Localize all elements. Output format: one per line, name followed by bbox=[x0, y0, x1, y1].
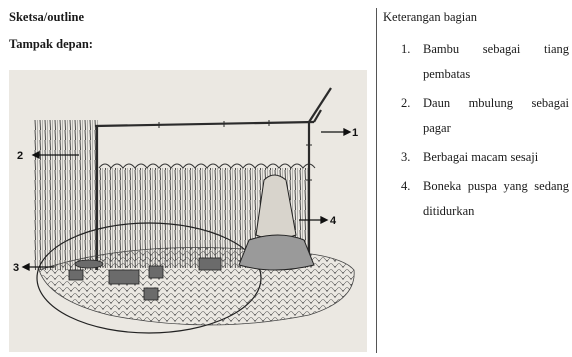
callout-4: 4 bbox=[330, 215, 337, 227]
legend-item: 2. Daun mbulung sebagai pagar bbox=[401, 91, 569, 141]
leaf-fence-left bbox=[34, 120, 99, 270]
sketch-illustration: 1 2 3 4 bbox=[9, 70, 367, 352]
legend-item-text: Berbagai macam sesaji bbox=[423, 145, 569, 170]
legend-item: 1. Bambu sebagai tiang pembatas bbox=[401, 37, 569, 87]
column-divider bbox=[376, 8, 377, 353]
sketch-panel: Sketsa/outline Tampak depan: bbox=[0, 0, 376, 353]
callout-2: 2 bbox=[17, 150, 23, 162]
legend-item-number: 4. bbox=[401, 174, 423, 224]
legend-item: 4. Boneka puspa yang sedang ditidurkan bbox=[401, 174, 569, 224]
legend-title: Keterangan bagian bbox=[383, 10, 477, 25]
legend-item: 3. Berbagai macam sesaji bbox=[401, 145, 569, 170]
front-view-heading: Tampak depan: bbox=[9, 37, 93, 52]
outline-heading: Sketsa/outline bbox=[9, 10, 84, 25]
legend-list: 1. Bambu sebagai tiang pembatas 2. Daun … bbox=[401, 37, 569, 228]
legend-item-number: 3. bbox=[401, 145, 423, 170]
sketch-drawing: 1 2 3 4 bbox=[9, 70, 367, 352]
legend-item-text: Daun mbulung sebagai pagar bbox=[423, 91, 569, 141]
legend-panel: Keterangan bagian 1. Bambu sebagai tiang… bbox=[383, 0, 569, 353]
legend-item-text: Boneka puspa yang sedang ditidurkan bbox=[423, 174, 569, 224]
callout-1: 1 bbox=[352, 127, 358, 139]
callout-3: 3 bbox=[13, 262, 19, 274]
legend-item-number: 2. bbox=[401, 91, 423, 141]
legend-item-text: Bambu sebagai tiang pembatas bbox=[423, 37, 569, 87]
legend-item-number: 1. bbox=[401, 37, 423, 87]
